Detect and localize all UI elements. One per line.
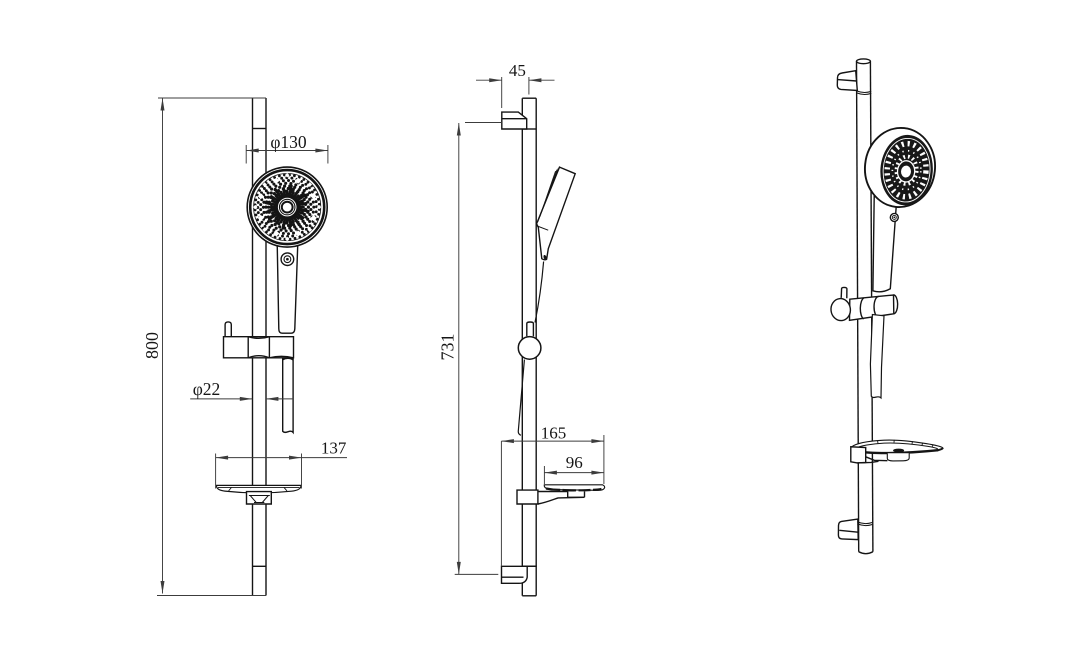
svg-text:96: 96 xyxy=(566,453,583,472)
svg-text:45: 45 xyxy=(509,61,526,80)
svg-text:731: 731 xyxy=(438,334,458,361)
svg-text:φ130: φ130 xyxy=(270,132,307,152)
svg-text:800: 800 xyxy=(142,332,162,359)
svg-text:137: 137 xyxy=(321,438,347,457)
svg-text:φ22: φ22 xyxy=(193,379,221,399)
svg-text:165: 165 xyxy=(541,424,567,443)
